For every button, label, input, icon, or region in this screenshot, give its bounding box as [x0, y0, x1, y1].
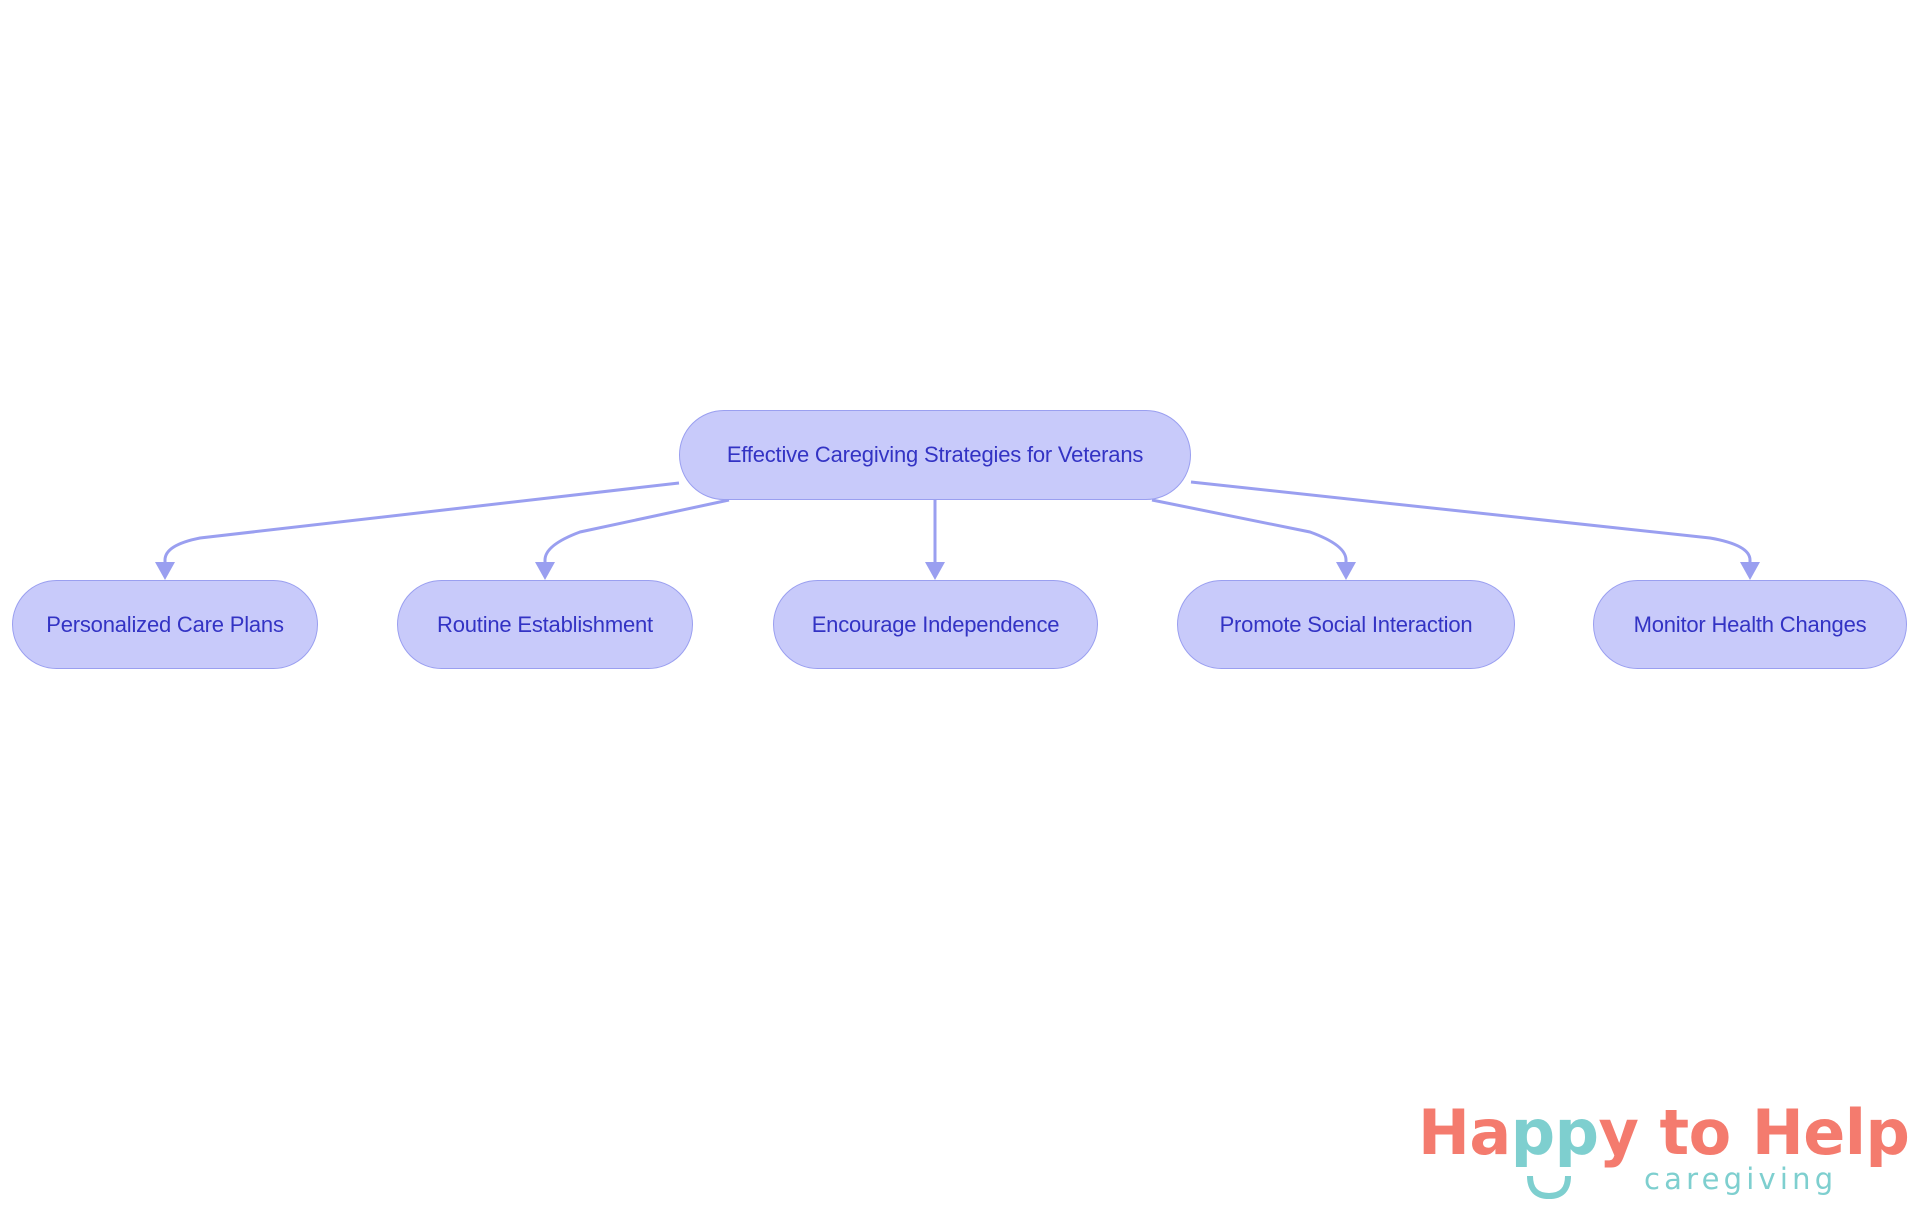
arrowhead-icon — [1740, 562, 1760, 580]
edge-root-to-personalized-care-plans — [163, 481, 680, 566]
logo-subtitle: caregiving — [1644, 1162, 1838, 1196]
node-routine-establishment[interactable]: Routine Establishment — [397, 580, 693, 669]
edge-root-to-monitor-health-changes — [1190, 480, 1752, 566]
node-promote-social-interaction[interactable]: Promote Social Interaction — [1177, 580, 1515, 669]
smile-icon — [1527, 1175, 1571, 1200]
logo-wordmark: Happy to Help — [1418, 1096, 1910, 1169]
arrowhead-icon — [155, 562, 175, 580]
node-label: Routine Establishment — [437, 611, 653, 637]
arrowhead-icon — [535, 562, 555, 580]
logo-text-part3: y to Help — [1598, 1096, 1910, 1169]
happy-to-help-logo: Happy to Help caregiving — [1418, 1098, 1910, 1208]
arrowhead-icon — [925, 562, 945, 580]
arrowhead-icon — [1336, 562, 1356, 580]
edge-root-to-routine-establishment — [543, 498, 730, 566]
node-label: Encourage Independence — [811, 611, 1060, 637]
node-label: Monitor Health Changes — [1633, 611, 1867, 637]
node-monitor-health-changes[interactable]: Monitor Health Changes — [1593, 580, 1907, 669]
logo-text-part2: pp — [1510, 1096, 1599, 1169]
node-label: Promote Social Interaction — [1219, 611, 1473, 637]
root-node-label: Effective Caregiving Strategies for Vete… — [726, 442, 1144, 467]
root-node[interactable]: Effective Caregiving Strategies for Vete… — [679, 410, 1191, 500]
node-label: Personalized Care Plans — [46, 611, 284, 637]
node-personalized-care-plans[interactable]: Personalized Care Plans — [12, 580, 318, 669]
edge-root-to-promote-social-interaction — [1151, 498, 1348, 566]
logo-text-part1: Ha — [1418, 1096, 1511, 1169]
node-encourage-independence[interactable]: Encourage Independence — [773, 580, 1098, 669]
